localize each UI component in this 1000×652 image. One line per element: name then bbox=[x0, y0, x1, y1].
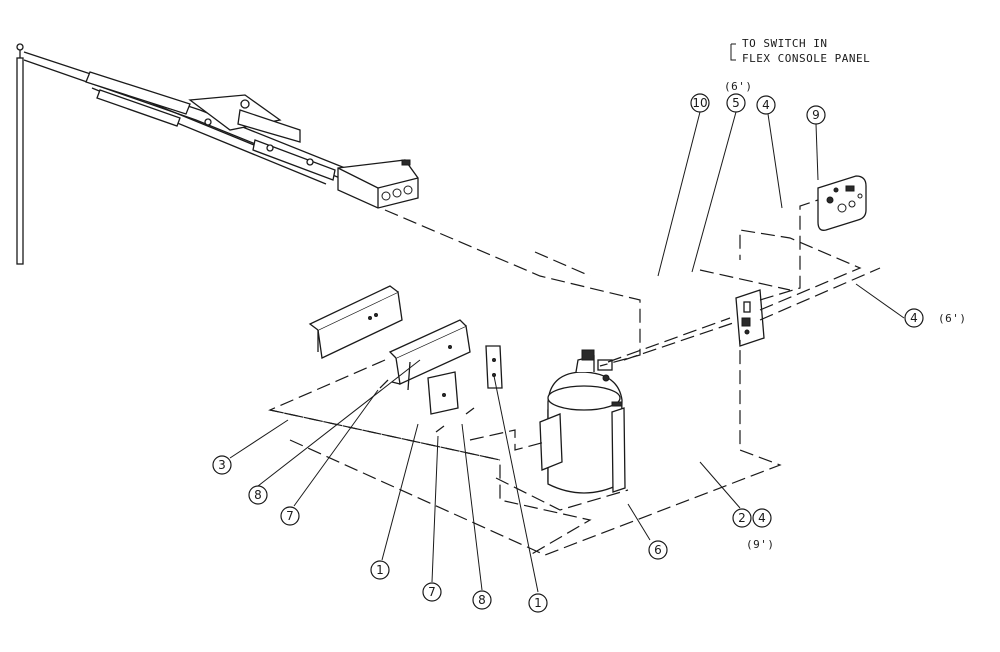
svg-text:2: 2 bbox=[738, 511, 746, 525]
svg-text:6: 6 bbox=[654, 543, 662, 557]
length-label-b: (6') bbox=[938, 312, 967, 325]
harness-runs bbox=[268, 199, 881, 556]
callout-1-bottom: 1 bbox=[528, 593, 548, 613]
left-mount-brackets bbox=[308, 285, 503, 433]
switch-note: TO SWITCH IN FLEX CONSOLE PANEL bbox=[742, 37, 870, 65]
control-plate bbox=[735, 289, 765, 347]
svg-text:9: 9 bbox=[812, 108, 820, 122]
callout-1-left: 1 bbox=[370, 560, 390, 580]
svg-text:10: 10 bbox=[692, 96, 707, 110]
callout-4-right: 4 bbox=[904, 308, 924, 328]
boom-arm-assembly bbox=[16, 43, 419, 265]
svg-text:1: 1 bbox=[534, 596, 542, 610]
callout-8-left: 8 bbox=[248, 485, 268, 505]
svg-text:7: 7 bbox=[428, 585, 436, 599]
callout-8-bottom: 8 bbox=[472, 590, 492, 610]
callout-3: 3 bbox=[212, 455, 232, 475]
svg-text:5: 5 bbox=[732, 96, 740, 110]
callout-10: 10 bbox=[690, 93, 710, 113]
callout-4-bottom: 4 bbox=[752, 508, 772, 528]
svg-text:8: 8 bbox=[254, 488, 262, 502]
svg-text:3: 3 bbox=[218, 458, 226, 472]
note-line-2: FLEX CONSOLE PANEL bbox=[742, 52, 870, 65]
tank-cylinder bbox=[539, 349, 626, 494]
callout-6: 6 bbox=[648, 540, 668, 560]
callout-7-left: 7 bbox=[280, 506, 300, 526]
control-panel-box bbox=[817, 175, 867, 231]
svg-text:1: 1 bbox=[376, 563, 384, 577]
callout-4-top: 4 bbox=[756, 95, 776, 115]
svg-text:4: 4 bbox=[910, 311, 918, 325]
leader-lines bbox=[229, 43, 905, 593]
note-line-1: TO SWITCH IN bbox=[742, 37, 827, 50]
callout-5: 5 bbox=[726, 93, 746, 113]
svg-text:8: 8 bbox=[478, 593, 486, 607]
svg-text:7: 7 bbox=[286, 509, 294, 523]
svg-text:4: 4 bbox=[762, 98, 770, 112]
callout-7-bottom: 7 bbox=[422, 582, 442, 602]
callout-9: 9 bbox=[806, 105, 826, 125]
length-label-a: (6') bbox=[724, 80, 753, 93]
length-label-c: (9') bbox=[746, 538, 775, 551]
svg-text:4: 4 bbox=[758, 511, 766, 525]
callout-2: 2 bbox=[732, 508, 752, 528]
